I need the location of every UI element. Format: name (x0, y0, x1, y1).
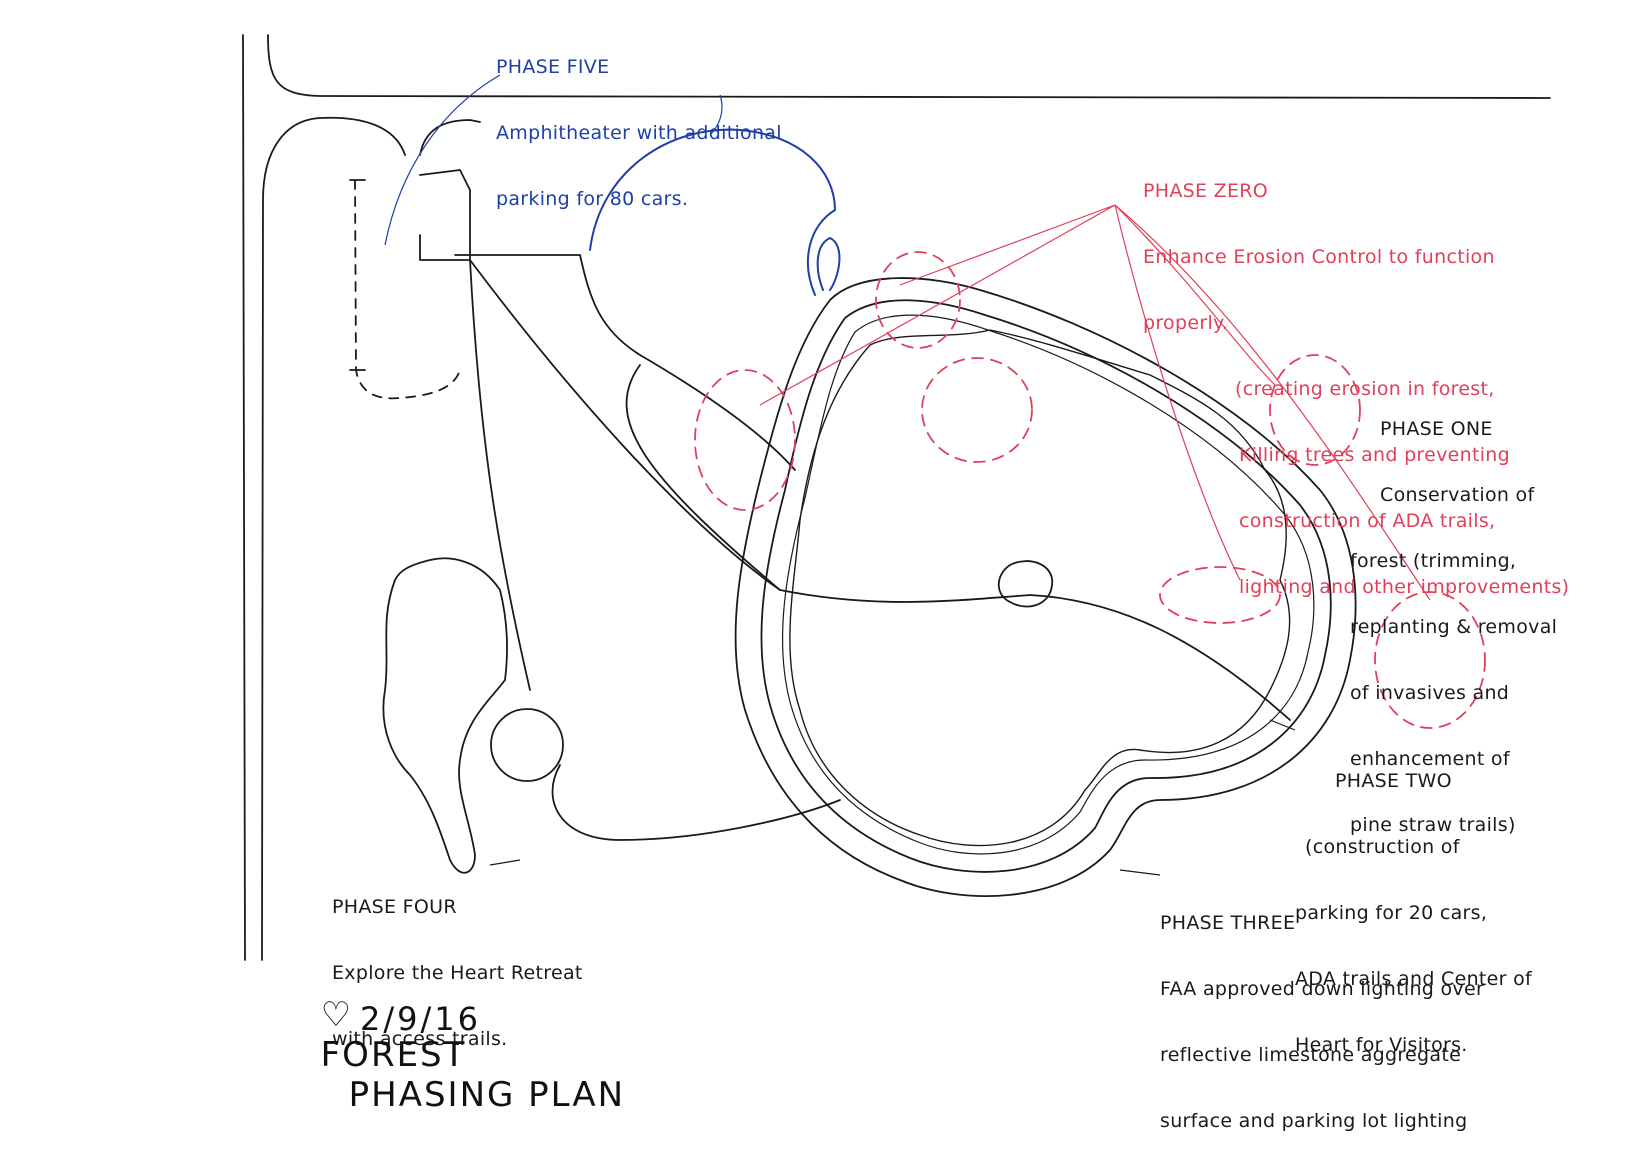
phase-five-line-2: parking for 80 cars. (496, 188, 689, 210)
phase-one-title: PHASE ONE (1380, 418, 1493, 440)
phase-five-line-1: Amphitheater with additional (496, 122, 782, 144)
building-outline (419, 169, 471, 261)
phasing-plan-sketch (242, 34, 1551, 961)
phase-zero-line-2: properly. (1143, 312, 1229, 334)
phase-five-title: PHASE FIVE (496, 56, 610, 78)
phase-two-line-4: Heart for Visitors. (1295, 1034, 1468, 1056)
heart-path-edge (781, 314, 1315, 855)
phase-three-line-2: reflective limestone aggregate (1160, 1044, 1462, 1066)
red-zone-4 (1269, 354, 1361, 466)
phase-five-note: PHASE FIVE Amphitheater with additional … (496, 12, 782, 232)
plan-title-left: FOREST (320, 1035, 467, 1075)
forest-edge (789, 329, 1291, 847)
phase-four-title: PHASE FOUR (332, 896, 457, 918)
red-zone-1 (694, 369, 796, 511)
phase-four-line-2: with access trails. (332, 1028, 508, 1050)
phase-zero-line-4: Killing trees and preventing (1239, 444, 1511, 466)
plan-title-right: PHASING PLAN (348, 1075, 626, 1115)
phase-three-line-3: surface and parking lot lighting (1160, 1110, 1468, 1132)
phase-zero-line-5: construction of ADA trails, (1239, 510, 1496, 532)
trail-left (469, 259, 531, 691)
heart-icon: ♡ (320, 995, 354, 1035)
amphitheater-outline (589, 128, 837, 296)
heart-inner-edge (760, 299, 1332, 873)
phase-three-note: PHASE THREE FAA approved down lighting o… (1160, 868, 1484, 1154)
amphitheater-loop (816, 236, 841, 291)
phase-two-line-2: parking for 20 cars, (1295, 902, 1488, 924)
phase-two-title: PHASE TWO (1335, 770, 1452, 792)
red-zone-6 (1374, 591, 1486, 729)
tree-cluster-left (382, 557, 508, 874)
phase-zero-note: PHASE ZERO Enhance Erosion Control to fu… (1143, 136, 1569, 620)
phase-two-line-1: (construction of (1305, 836, 1460, 858)
plan-date: 2/9/16 (360, 1000, 481, 1038)
trail-main (454, 254, 796, 471)
phase-one-line-3: replanting & removal (1350, 616, 1558, 638)
red-zone-3 (921, 357, 1033, 463)
driveway-loop (261, 116, 481, 961)
phase-one-note: PHASE ONE Conservation of forest (trimmi… (1350, 374, 1557, 858)
center-feature (997, 560, 1053, 608)
phase-two-note: PHASE TWO (construction of parking for 2… (1295, 726, 1532, 1078)
phase-three-title: PHASE THREE (1160, 912, 1296, 934)
retreat-circle (490, 708, 564, 782)
left-parking-outline (354, 179, 461, 400)
red-zone-2 (875, 251, 961, 349)
trail-center (779, 589, 1291, 721)
phase-four-line-1: Explore the Heart Retreat (332, 962, 583, 984)
phase-one-line-6: pine straw trails) (1350, 814, 1516, 836)
heart-outer-edge (734, 277, 1357, 897)
trail-diagonal (469, 259, 781, 591)
phase-zero-line-6: lighting and other improvements) (1239, 576, 1570, 598)
road-edge-top (267, 34, 1551, 99)
trail-loop-left (625, 364, 781, 591)
phase-two-line-3: ADA trails and Center of (1295, 968, 1533, 990)
phase-one-line-2: forest (trimming, (1350, 550, 1517, 572)
red-zone-5 (1159, 566, 1281, 624)
phase-zero-title: PHASE ZERO (1143, 180, 1269, 202)
phase-three-line-1: FAA approved down lighting over (1160, 978, 1485, 1000)
phase-one-line-4: of invasives and (1350, 682, 1510, 704)
trail-bottom (551, 764, 841, 841)
phase-one-line-5: enhancement of (1350, 748, 1510, 770)
road-edge-left (242, 34, 246, 961)
phase-one-line-1: Conservation of (1380, 484, 1535, 506)
phase-four-note: PHASE FOUR Explore the Heart Retreat wit… (332, 852, 583, 1072)
phase-zero-line-1: Enhance Erosion Control to function (1143, 246, 1495, 268)
phase-zero-line-3: (creating erosion in forest, (1235, 378, 1495, 400)
